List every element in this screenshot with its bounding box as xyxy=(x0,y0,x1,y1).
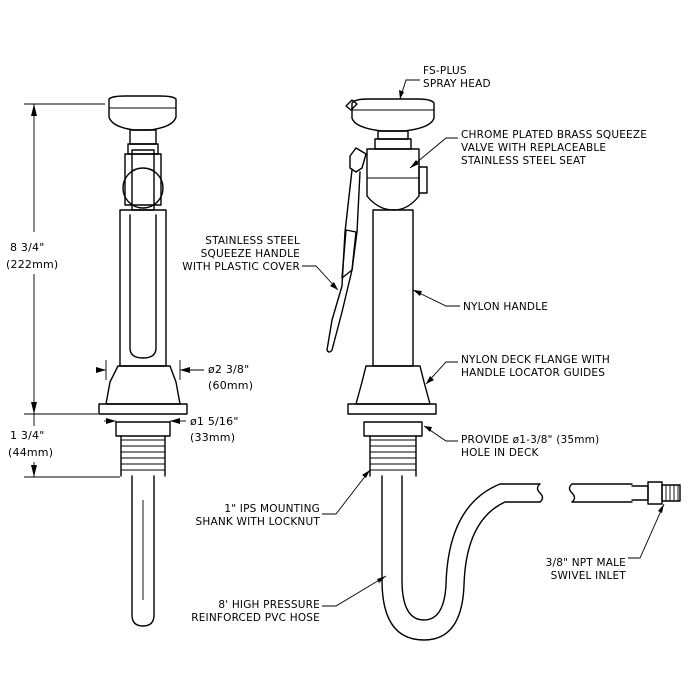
callout-deck-flange-1: NYLON DECK FLANGE WITH xyxy=(461,354,610,366)
side-valve-port xyxy=(418,166,428,194)
callout-deck-hole-2: HOLE IN DECK xyxy=(461,447,540,459)
side-threads xyxy=(369,435,417,477)
front-view: 8 3/4" (222mm) 1 3/4" (44mm) ø2 3/8" (60… xyxy=(6,95,253,627)
leader-valve xyxy=(409,137,458,169)
swivel-ferrule xyxy=(631,485,649,501)
leader-nylon-handle xyxy=(412,289,460,307)
side-valve-body xyxy=(366,148,420,211)
front-nylon-handle xyxy=(119,209,167,367)
dim-height-mm: (222mm) xyxy=(6,258,58,271)
leader-swivel-inlet xyxy=(628,503,665,559)
side-hose-inner xyxy=(401,475,541,621)
dim-flange-mm: (60mm) xyxy=(208,379,253,392)
side-view xyxy=(326,98,681,641)
callout-squeeze-handle-3: WITH PLASTIC COVER xyxy=(182,261,300,273)
callout-hose-2: REINFORCED PVC HOSE xyxy=(191,612,320,624)
side-lever-pivot xyxy=(349,147,367,173)
front-deck-flange xyxy=(105,365,181,405)
dim-flange-arrow-right xyxy=(180,367,190,373)
callout-labels: FS-PLUS SPRAY HEAD CHROME PLATED BRASS S… xyxy=(182,65,647,624)
dim-shank-inch: 1 3/4" xyxy=(10,429,44,442)
side-handle-cover xyxy=(341,229,357,279)
front-valve-ball xyxy=(122,167,164,209)
dim-thread-inch: ø1 5/16" xyxy=(190,415,239,428)
dim-arrow-top xyxy=(31,104,37,116)
side-deck-flange xyxy=(355,365,431,405)
side-spray-head xyxy=(351,98,435,132)
dim-thread-arrow-left xyxy=(106,418,116,424)
side-nylon-handle xyxy=(372,209,414,367)
leader-mounting-shank xyxy=(322,469,371,515)
callout-spray-head-2: SPRAY HEAD xyxy=(423,78,491,90)
callout-nylon-handle: NYLON HANDLE xyxy=(463,301,548,313)
leader-spray-head xyxy=(399,79,420,100)
front-spray-head xyxy=(108,95,177,131)
dim-thread-mm: (33mm) xyxy=(190,431,235,444)
callout-mounting-shank-2: SHANK WITH LOCKNUT xyxy=(196,516,321,528)
front-neck xyxy=(129,129,157,145)
dim-flange-inch: ø2 3/8" xyxy=(208,363,249,376)
dim-arrow-bottom xyxy=(31,465,37,477)
callout-squeeze-handle-2: SQUEEZE HANDLE xyxy=(201,248,300,260)
callout-spray-head-1: FS-PLUS xyxy=(423,65,467,77)
callout-mounting-shank-1: 1" IPS MOUNTING xyxy=(224,503,320,515)
front-handle-cover xyxy=(129,214,157,359)
swivel-thread xyxy=(661,484,681,502)
side-nut xyxy=(374,138,412,150)
front-locknut xyxy=(115,421,171,437)
front-hose xyxy=(131,475,155,627)
callout-deck-flange-2: HANDLE LOCATOR GUIDES xyxy=(461,367,605,379)
callout-swivel-inlet-1: 3/8" NPT MALE xyxy=(546,557,626,569)
dim-thread-arrow-right xyxy=(170,418,180,424)
side-flange-base xyxy=(347,403,437,415)
leader-deck-hole xyxy=(423,425,458,442)
front-valve-body xyxy=(124,153,162,206)
leader-hose xyxy=(322,575,387,607)
front-flange-base xyxy=(98,403,188,415)
leader-deck-flange xyxy=(425,361,458,385)
side-spray-cap xyxy=(345,99,358,111)
front-lever xyxy=(131,149,155,211)
callout-swivel-inlet-2: SWIVEL INLET xyxy=(551,570,627,582)
leader-lines xyxy=(302,79,665,607)
side-locknut xyxy=(363,421,423,437)
leader-squeeze-handle xyxy=(302,265,339,291)
hose-break-left xyxy=(536,483,544,503)
callout-squeeze-handle-1: STAINLESS STEEL xyxy=(205,235,300,247)
callout-valve-1: CHROME PLATED BRASS SQUEEZE xyxy=(461,129,647,141)
swivel-hex xyxy=(647,481,663,505)
hose-break-right xyxy=(568,483,576,503)
dim-flange-arrow-left xyxy=(96,367,106,373)
dim-arrow-flange-up xyxy=(31,402,37,414)
callout-valve-3: STAINLESS STEEL SEAT xyxy=(461,155,587,167)
dim-shank-mm: (44mm) xyxy=(8,446,53,459)
callout-valve-2: VALVE WITH REPLACEABLE xyxy=(461,142,606,154)
dim-height-inch: 8 3/4" xyxy=(10,241,44,254)
front-threads xyxy=(120,435,166,477)
callout-hose-1: 8' HIGH PRESSURE xyxy=(218,599,320,611)
side-squeeze-handle xyxy=(326,169,361,353)
side-neck xyxy=(377,130,409,140)
callout-deck-hole-1: PROVIDE ø1-3/8" (35mm) xyxy=(461,434,599,446)
side-hose-outer xyxy=(381,475,541,641)
